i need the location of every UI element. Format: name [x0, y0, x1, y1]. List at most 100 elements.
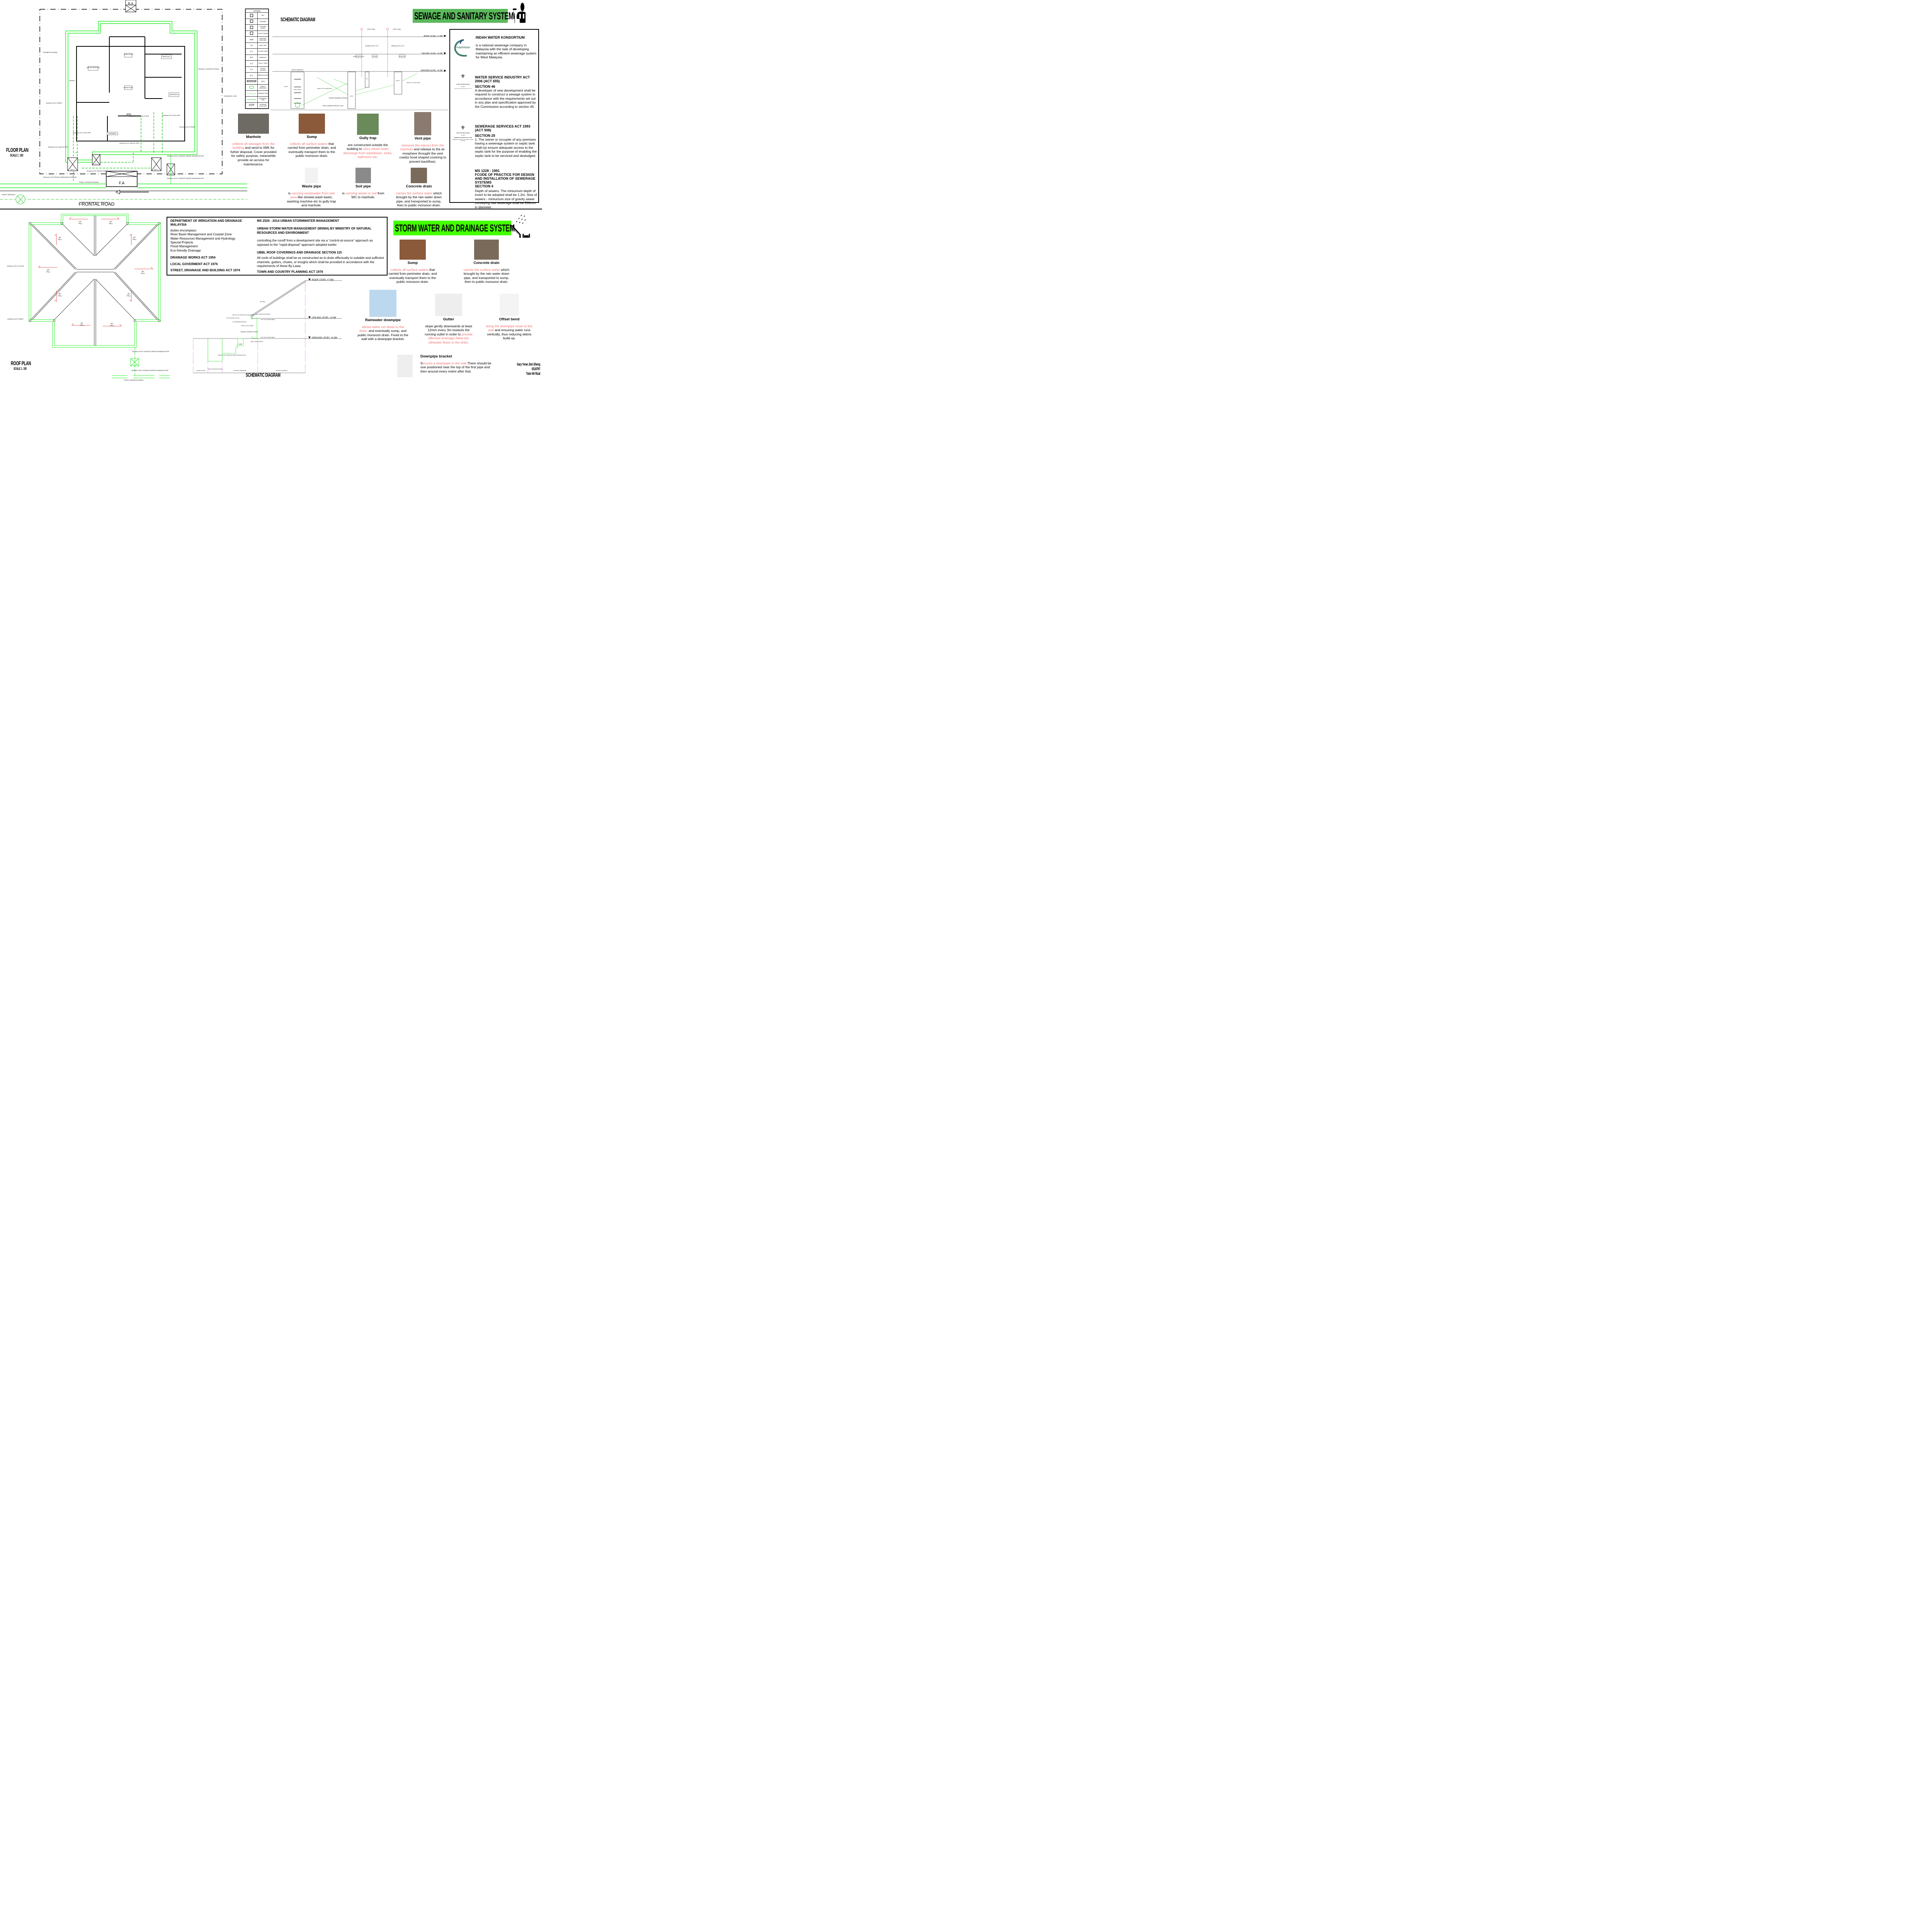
- component-description: removes the odours from the manhole and …: [398, 143, 447, 164]
- description-text: and send to IWK for futher disposal. Cov…: [230, 146, 277, 166]
- offset-bend-top-label: 92.5° PVC OFFSET BEND: [261, 319, 275, 320]
- dept-intro: duties encompass:: [170, 228, 197, 232]
- concrete-drain-label: Ø225mm CONCRETE DRAIN: [198, 68, 219, 70]
- component-description: slope gently downwards at least 12mm eve…: [423, 324, 474, 345]
- description-text: are constructed outside the building to: [347, 143, 388, 151]
- washing-machine-icon: W/M: [245, 36, 258, 43]
- storm-concrete-drain-label: Ø225mm CONCRETE DRAIN: [241, 331, 258, 333]
- storm-schematic-title: SCHEMATIC DIAGRAM: [246, 372, 281, 378]
- roof-fall-angle: 30°: [111, 323, 114, 325]
- floor-plan-title: FLOOR PLAN: [6, 147, 29, 153]
- component-title: Manhole: [246, 135, 261, 139]
- description-text: is: [342, 191, 346, 195]
- storm-sump-label: SUMP: [238, 344, 242, 345]
- vcp-private-label: Ø100mm VCP PRIVATE SEWERAGE PIPELINE: [43, 176, 77, 178]
- running-outlet-label: PVC RUNNING OUTLET: [226, 317, 240, 319]
- legend-label: VENT PIPE: [257, 42, 269, 49]
- room-bed3: BEDROOM 3: [170, 94, 178, 95]
- vent-pipe-icon: V.P: [245, 42, 258, 49]
- roof-fall-word: FALL: [78, 223, 82, 225]
- legend-label: FRONT ACCESS: [257, 66, 269, 73]
- legend-label: KITCHEN BASIN: [257, 24, 269, 31]
- sewage-pipe-icon: [245, 90, 258, 97]
- sch-gt-label: G.T.: [366, 78, 368, 80]
- zone-building-compound: BUILDING COMPOUND: [234, 370, 247, 371]
- public-manhole-label: PUBLIC MANHOLE: [292, 69, 304, 71]
- roof-surface-water-1: Ø225mm uPVC SURFACE WATER DRAINAGE PIPE: [132, 350, 169, 352]
- steps-label: STEPS: [284, 86, 288, 87]
- public-manhole-icon: [245, 84, 258, 91]
- dept-duty-item: River Basin Management and Coastal Zone: [170, 233, 232, 236]
- act655-logo: ⚜ LAWS OF MALAYSIA Act 655 WATER SERVICE…: [453, 73, 473, 89]
- room-bed2: BEDROOM 2: [162, 56, 170, 58]
- msma-body: controlling the runoff from a developmen…: [257, 239, 373, 247]
- gt-label: G.T: [95, 163, 98, 165]
- legend-row: DRAINAGE PIPE: [245, 96, 269, 103]
- concrete-drain-photo: [411, 168, 427, 183]
- waste-pipe-1-label: Ø100mm PVC WASTE PIPE: [129, 115, 149, 117]
- legend-label: SHOWER: [257, 18, 269, 25]
- ms2526-title: MS 2526 : 2014 URBAN STORMWATER MANAGEME…: [257, 219, 339, 223]
- roof-fall-angle: 30°: [47, 269, 50, 271]
- dept-title: DEPARTMENT OF IRRIGATION AND DRAINAGE MA…: [170, 219, 242, 227]
- sch-mh2-label: M.H.2: [350, 95, 354, 97]
- rwdp-right-label: Ø100mm uPVC RWDP: [179, 126, 196, 128]
- legend-label: FLOOR TRAP: [257, 48, 269, 55]
- roof-fall-angle: 30°: [79, 221, 82, 223]
- reg-ms1228-body: Depth of sewers. The miniumum depth of i…: [475, 189, 537, 209]
- rain-house-icon: [511, 214, 530, 238]
- roof-fall-arrow: [129, 291, 132, 302]
- sch-waste-pipe-label: Ø100mm PVC WASTE PIPE: [317, 88, 332, 89]
- roof-fall-word: FALL: [46, 271, 50, 273]
- reg-indah-body: is a national sewerage company in Malays…: [476, 43, 536, 60]
- legend-label: TOILET BASIN: [257, 30, 269, 37]
- gully-trap-photo: [357, 114, 379, 135]
- roof-fall-word: FALL: [133, 238, 136, 240]
- rear-access-icon: R.A: [245, 72, 258, 79]
- reg-act655-title: WATER SERVICE INDUSTRY ACT 2006 (ACT 655…: [475, 75, 530, 83]
- storm-roof-level: ROOF LEVEL +7.5M: [312, 279, 333, 281]
- legend-label: DRAINAGE PIPE: [257, 96, 269, 103]
- author-block: Gary Yeow Jinn Sheng 0318797 Tutor Mr Ri…: [502, 362, 540, 376]
- reg-act508-title: SEWERAGE SERVICES ACT 1993 (ACT 508): [475, 124, 531, 132]
- roof-fall-angle: 30°: [133, 236, 136, 238]
- storm-rwdp-label: Ø100mm uPVC RWDP: [242, 325, 253, 327]
- legend-row: KITCHEN BASIN: [245, 24, 269, 31]
- legend-label: REAR ACCESS: [257, 72, 269, 79]
- surface-water-2-label: Ø225mm uPVC SURFACE WATER DRAINAGE PIPE: [167, 177, 204, 179]
- roof-ridges: [31, 216, 159, 345]
- vent-cowl-2: VENT COWL: [393, 29, 401, 30]
- roof-fall-word: FALL: [109, 223, 113, 225]
- storm-regulations-box: DEPARTMENT OF IRRIGATION AND DRAINAGE MA…: [167, 217, 388, 276]
- description-text: which brought by the rain water down pip…: [396, 191, 442, 208]
- roof-fall-angle: 30°: [59, 236, 61, 238]
- sump-photo: [299, 114, 325, 134]
- description-highlight: carry waste water discharge from washbas…: [343, 147, 393, 159]
- legend-label: VITRIFIED CLAY PIPE: [257, 102, 269, 109]
- description-highlight: carrying waste or soil: [345, 191, 377, 195]
- description-text: that carried from perimeter drain, and e…: [287, 141, 336, 158]
- component-description: Secures a downpipe to the wall.There sho…: [420, 361, 494, 374]
- author-name: Gary Yeow Jinn Sheng: [517, 362, 540, 367]
- component-title: Gully trap: [359, 136, 377, 140]
- malaysia-crest-icon: ⚜: [460, 124, 466, 131]
- roof-fall-angle: 30°: [110, 221, 112, 223]
- master-bathroom-label: MASTER BATHROOM: [353, 56, 364, 57]
- storm-eaves-label: 600mm WIDE ROOF EAVES: [255, 313, 270, 315]
- legend-title: LEGEND: [245, 9, 269, 13]
- sewage-schematic-diagram: ROOF LEVEL +7.0M CEILING LEVEL +3.5M GRO…: [272, 28, 446, 109]
- indah-water-logo: IndahWater: [452, 38, 473, 58]
- dept-duty-item: Flood Management: [170, 245, 198, 248]
- legend-label: WASHING MACHINE: [257, 36, 269, 43]
- roof-fall-word: FALL: [127, 295, 131, 297]
- storm-fall-label: 30° FALL: [260, 301, 265, 303]
- component-description: carries the surface water which brought …: [396, 191, 442, 208]
- description-text: that carried from perimeter drain, and e…: [388, 267, 437, 284]
- component-description: is carrying waste or soil from WC to man…: [340, 191, 386, 199]
